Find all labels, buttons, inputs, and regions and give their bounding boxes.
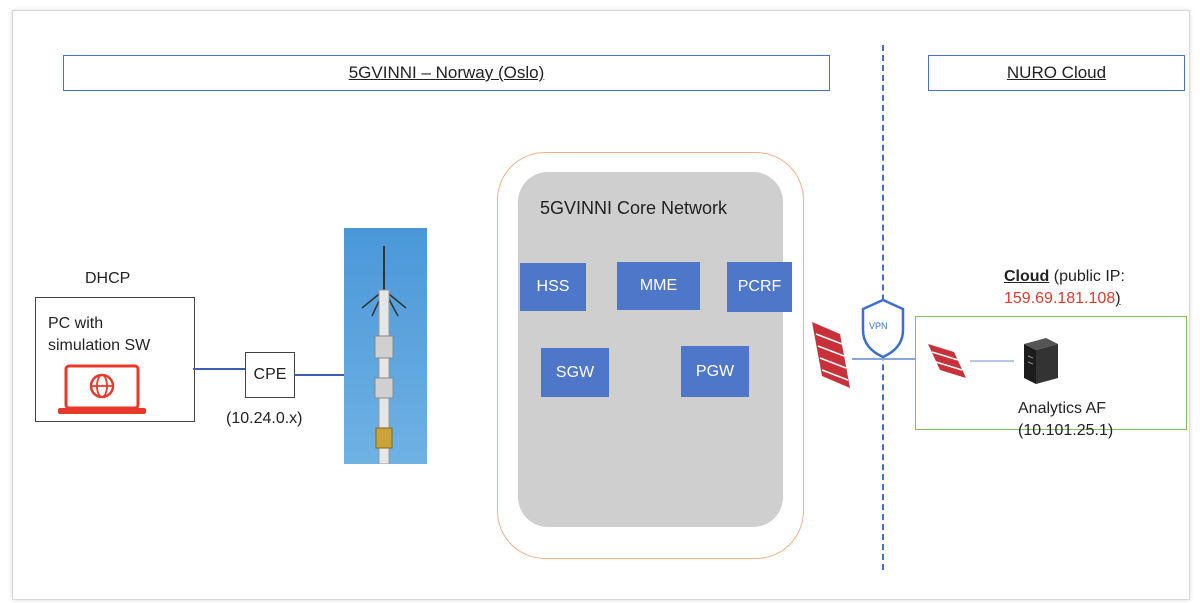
- pgw-node: PGW: [681, 346, 749, 397]
- region-banner-nuro-label: NURO Cloud: [1006, 63, 1107, 82]
- hss-label: HSS: [536, 278, 570, 295]
- cpe-label: CPE: [253, 366, 287, 383]
- vpn-shield-icon: [861, 298, 905, 359]
- laptop-icon: [58, 364, 146, 414]
- region-banner-nuro: NURO Cloud: [928, 55, 1185, 91]
- server-icon: [1024, 338, 1058, 384]
- pcrf-label: PCRF: [737, 278, 782, 295]
- pc-line-2: simulation SW: [48, 337, 151, 354]
- analytics-af-label: Analytics AF (10.101.25.1): [1018, 398, 1113, 442]
- region-banner-norway: 5GVINNI – Norway (Oslo): [63, 55, 830, 91]
- cpe-box: CPE: [245, 352, 295, 398]
- hss-node: HSS: [520, 263, 586, 311]
- antenna-mast-icon: [361, 246, 407, 465]
- cpe-ip-label: (10.24.0.x): [226, 410, 303, 427]
- dhcp-label: DHCP: [85, 270, 131, 287]
- pcrf-node: PCRF: [727, 262, 792, 312]
- core-network-title: 5GVINNI Core Network: [540, 198, 728, 218]
- cloud-title: Cloud: [1004, 268, 1050, 285]
- pgw-label: PGW: [695, 362, 735, 380]
- analytics-af-name: Analytics AF: [1018, 400, 1107, 417]
- sgw-node: SGW: [541, 348, 609, 397]
- cloud-description: Cloud (public IP: 159.69.181.108): [1004, 266, 1125, 310]
- pc-description: PC with simulation SW: [48, 313, 150, 357]
- vpn-link: [852, 358, 918, 360]
- pc-line-1: PC with: [48, 315, 104, 332]
- cloud-ip-suffix: ): [1115, 290, 1121, 307]
- firewall-server-link: [970, 360, 1014, 362]
- pc-box: [35, 297, 195, 422]
- cloud-ip-prefix: (public IP:: [1053, 268, 1125, 285]
- mme-node: MME: [617, 262, 700, 310]
- core-network-outline: [497, 152, 804, 559]
- analytics-af-ip: (10.101.25.1): [1018, 422, 1114, 439]
- cpe-antenna-link: [293, 374, 344, 376]
- cloud-public-ip: 159.69.181.108: [1004, 290, 1116, 307]
- region-banner-norway-label: 5GVINNI – Norway (Oslo): [348, 63, 545, 82]
- antenna-image: [344, 228, 427, 465]
- vpn-label: VPN: [869, 321, 888, 331]
- firewall-icon: [812, 322, 850, 388]
- cloud-firewall-icon: [928, 344, 966, 378]
- mme-label: MME: [639, 277, 678, 294]
- pc-cpe-link: [193, 368, 245, 370]
- sgw-label: SGW: [555, 363, 595, 381]
